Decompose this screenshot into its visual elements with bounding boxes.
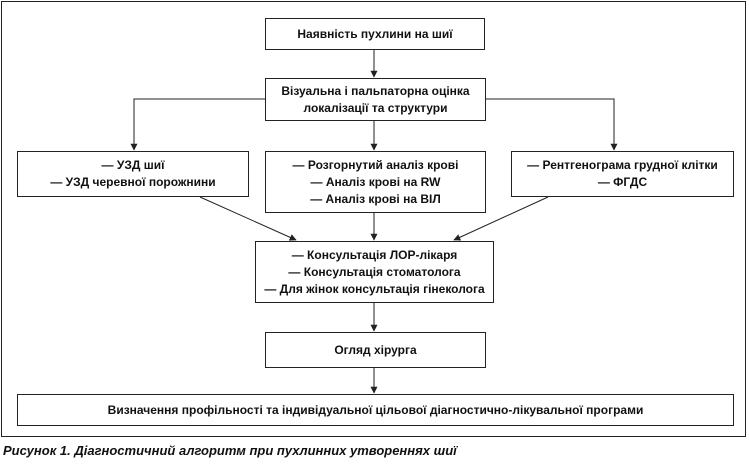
- node-consult-line-2: — Консультація стоматолога: [288, 264, 461, 279]
- node-tumor-line-1: Наявність пухлини на шиї: [297, 26, 453, 41]
- node-blood-line-1: — Розгорнутий аналіз крові: [292, 157, 459, 172]
- edge-usd-consult: [199, 196, 297, 241]
- edge-visual-usd: [130, 98, 265, 151]
- node-tumor: Наявність пухлини на шиї: [265, 18, 485, 50]
- node-consult-line-3: — Для жінок консультація гінеколога: [264, 281, 485, 296]
- node-surgeon: Огляд хірурга: [265, 332, 486, 368]
- node-program: Визначення профільності та індивідуально…: [17, 394, 734, 426]
- node-xray-line-2: — ФГДС: [597, 175, 648, 189]
- figure-caption: Рисунок 1. Діагностичний алгоритм при пу…: [3, 443, 457, 458]
- node-visual-line-1: Візуальна і пальпаторна оцінка: [281, 83, 470, 98]
- node-xray-line-1: — Рентгенограма грудної клітки: [527, 158, 718, 172]
- node-consult: — Консультація ЛОР-лікаря — Консультація…: [255, 241, 494, 303]
- edge-xray-consult: [453, 196, 549, 241]
- node-surgeon-line-1: Огляд хірурга: [334, 342, 417, 357]
- node-program-line-1: Визначення профільності та індивідуально…: [107, 402, 644, 417]
- node-usd-line-2: — УЗД черевної порожнини: [50, 175, 216, 189]
- node-usd: — УЗД шиї — УЗД черевної порожнини: [17, 151, 249, 197]
- node-xray: — Рентгенограма грудної клітки — ФГДС: [511, 151, 734, 197]
- node-blood: — Розгорнутий аналіз крові — Аналіз кров…: [265, 151, 486, 213]
- node-consult-line-1: — Консультація ЛОР-лікаря: [291, 247, 458, 262]
- node-usd-line-1: — УЗД шиї: [101, 158, 165, 172]
- node-blood-line-2: — Аналіз крові на RW: [310, 174, 441, 189]
- node-blood-line-3: — Аналіз крові на ВІЛ: [310, 191, 441, 206]
- diagram-frame: [1, 1, 746, 437]
- node-visual-line-2: локалізації та структури: [303, 100, 448, 115]
- edge-visual-xray: [486, 98, 618, 151]
- node-visual: Візуальна і пальпаторна оцінка локалізац…: [265, 78, 486, 121]
